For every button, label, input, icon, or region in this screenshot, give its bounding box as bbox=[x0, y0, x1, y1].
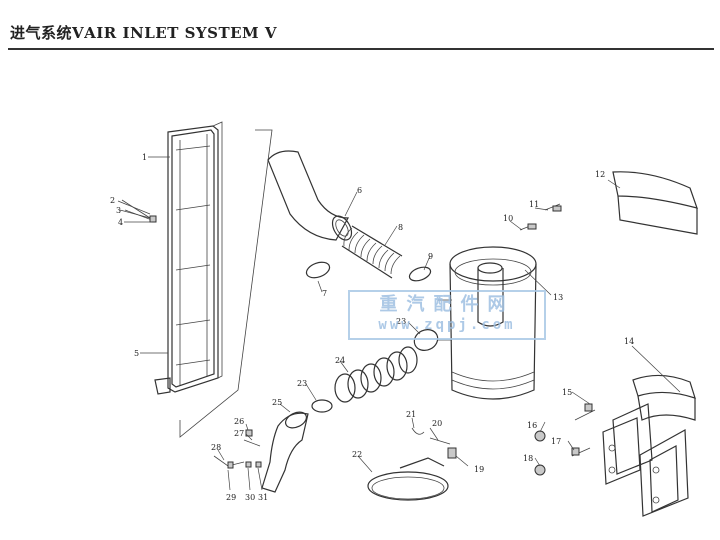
callout-numbers: 1 2 3 4 5 6 7 8 9 10 11 12 13 14 15 16 1… bbox=[110, 153, 634, 502]
intake-elbow-pipe bbox=[267, 150, 353, 241]
callout-28: 28 bbox=[211, 443, 221, 452]
callout-21: 21 bbox=[406, 410, 416, 419]
bolt-set-left bbox=[121, 199, 157, 223]
callout-13: 13 bbox=[553, 293, 563, 302]
mounting-bracket-outline bbox=[179, 129, 273, 438]
callout-29: 29 bbox=[226, 493, 236, 502]
callout-3: 3 bbox=[116, 206, 121, 215]
callout-12: 12 bbox=[595, 170, 605, 179]
title-underline bbox=[8, 48, 714, 50]
bracket-plates bbox=[534, 403, 689, 517]
callout-1: 1 bbox=[142, 153, 147, 162]
callout-19: 19 bbox=[474, 465, 484, 474]
callout-30: 30 bbox=[245, 493, 255, 502]
callout-18: 18 bbox=[523, 454, 533, 463]
callout-6: 6 bbox=[357, 186, 362, 195]
callout-23-lower: 23 bbox=[297, 379, 307, 388]
clip-parts-19-21 bbox=[411, 427, 457, 459]
callout-11: 11 bbox=[529, 200, 539, 209]
air-filter-housing bbox=[438, 246, 537, 400]
curved-shield-12 bbox=[612, 171, 698, 235]
small-fasteners-26-31 bbox=[213, 429, 262, 469]
hose-clamp-7 bbox=[305, 261, 331, 279]
hose-clamp-23-lower bbox=[311, 399, 333, 413]
callout-26: 26 bbox=[234, 417, 244, 426]
callout-4: 4 bbox=[118, 218, 123, 227]
watermark-chinese-text: 重汽配件网 bbox=[379, 294, 515, 315]
watermark-box: 重汽配件网 www.zqpj.com bbox=[348, 290, 546, 340]
diagram-title: 进气系统ⅤAIR INLET SYSTEM Ⅴ bbox=[10, 24, 278, 42]
callout-14: 14 bbox=[624, 337, 634, 346]
hose-clamp-23-upper bbox=[413, 329, 439, 351]
watermark-url-text: www.zqpj.com bbox=[378, 317, 516, 333]
callout-22: 22 bbox=[352, 450, 362, 459]
callout-8: 8 bbox=[398, 223, 403, 232]
callout-10: 10 bbox=[503, 214, 513, 223]
band-clamp-22 bbox=[367, 457, 449, 501]
callout-7: 7 bbox=[322, 289, 327, 298]
corrugated-hose-lower bbox=[334, 346, 418, 403]
callout-2: 2 bbox=[110, 196, 115, 205]
frame-assembly bbox=[154, 121, 223, 395]
callout-25: 25 bbox=[272, 398, 282, 407]
callout-23-upper: 23 bbox=[396, 317, 406, 326]
corrugated-hose-upper bbox=[341, 225, 403, 279]
hose-clamp-9 bbox=[408, 266, 432, 282]
callout-9: 9 bbox=[428, 252, 433, 261]
callout-16: 16 bbox=[527, 421, 537, 430]
elbow-pipe-25 bbox=[261, 411, 309, 493]
callout-20: 20 bbox=[432, 419, 442, 428]
callout-5: 5 bbox=[134, 349, 139, 358]
callout-leaders bbox=[117, 156, 681, 491]
callout-24: 24 bbox=[335, 356, 345, 365]
callout-31: 31 bbox=[258, 493, 268, 502]
callout-17: 17 bbox=[551, 437, 561, 446]
callout-27: 27 bbox=[234, 429, 244, 438]
curved-bracket-14 bbox=[632, 374, 696, 421]
callout-15: 15 bbox=[562, 388, 572, 397]
fitting-10-11 bbox=[519, 203, 562, 231]
